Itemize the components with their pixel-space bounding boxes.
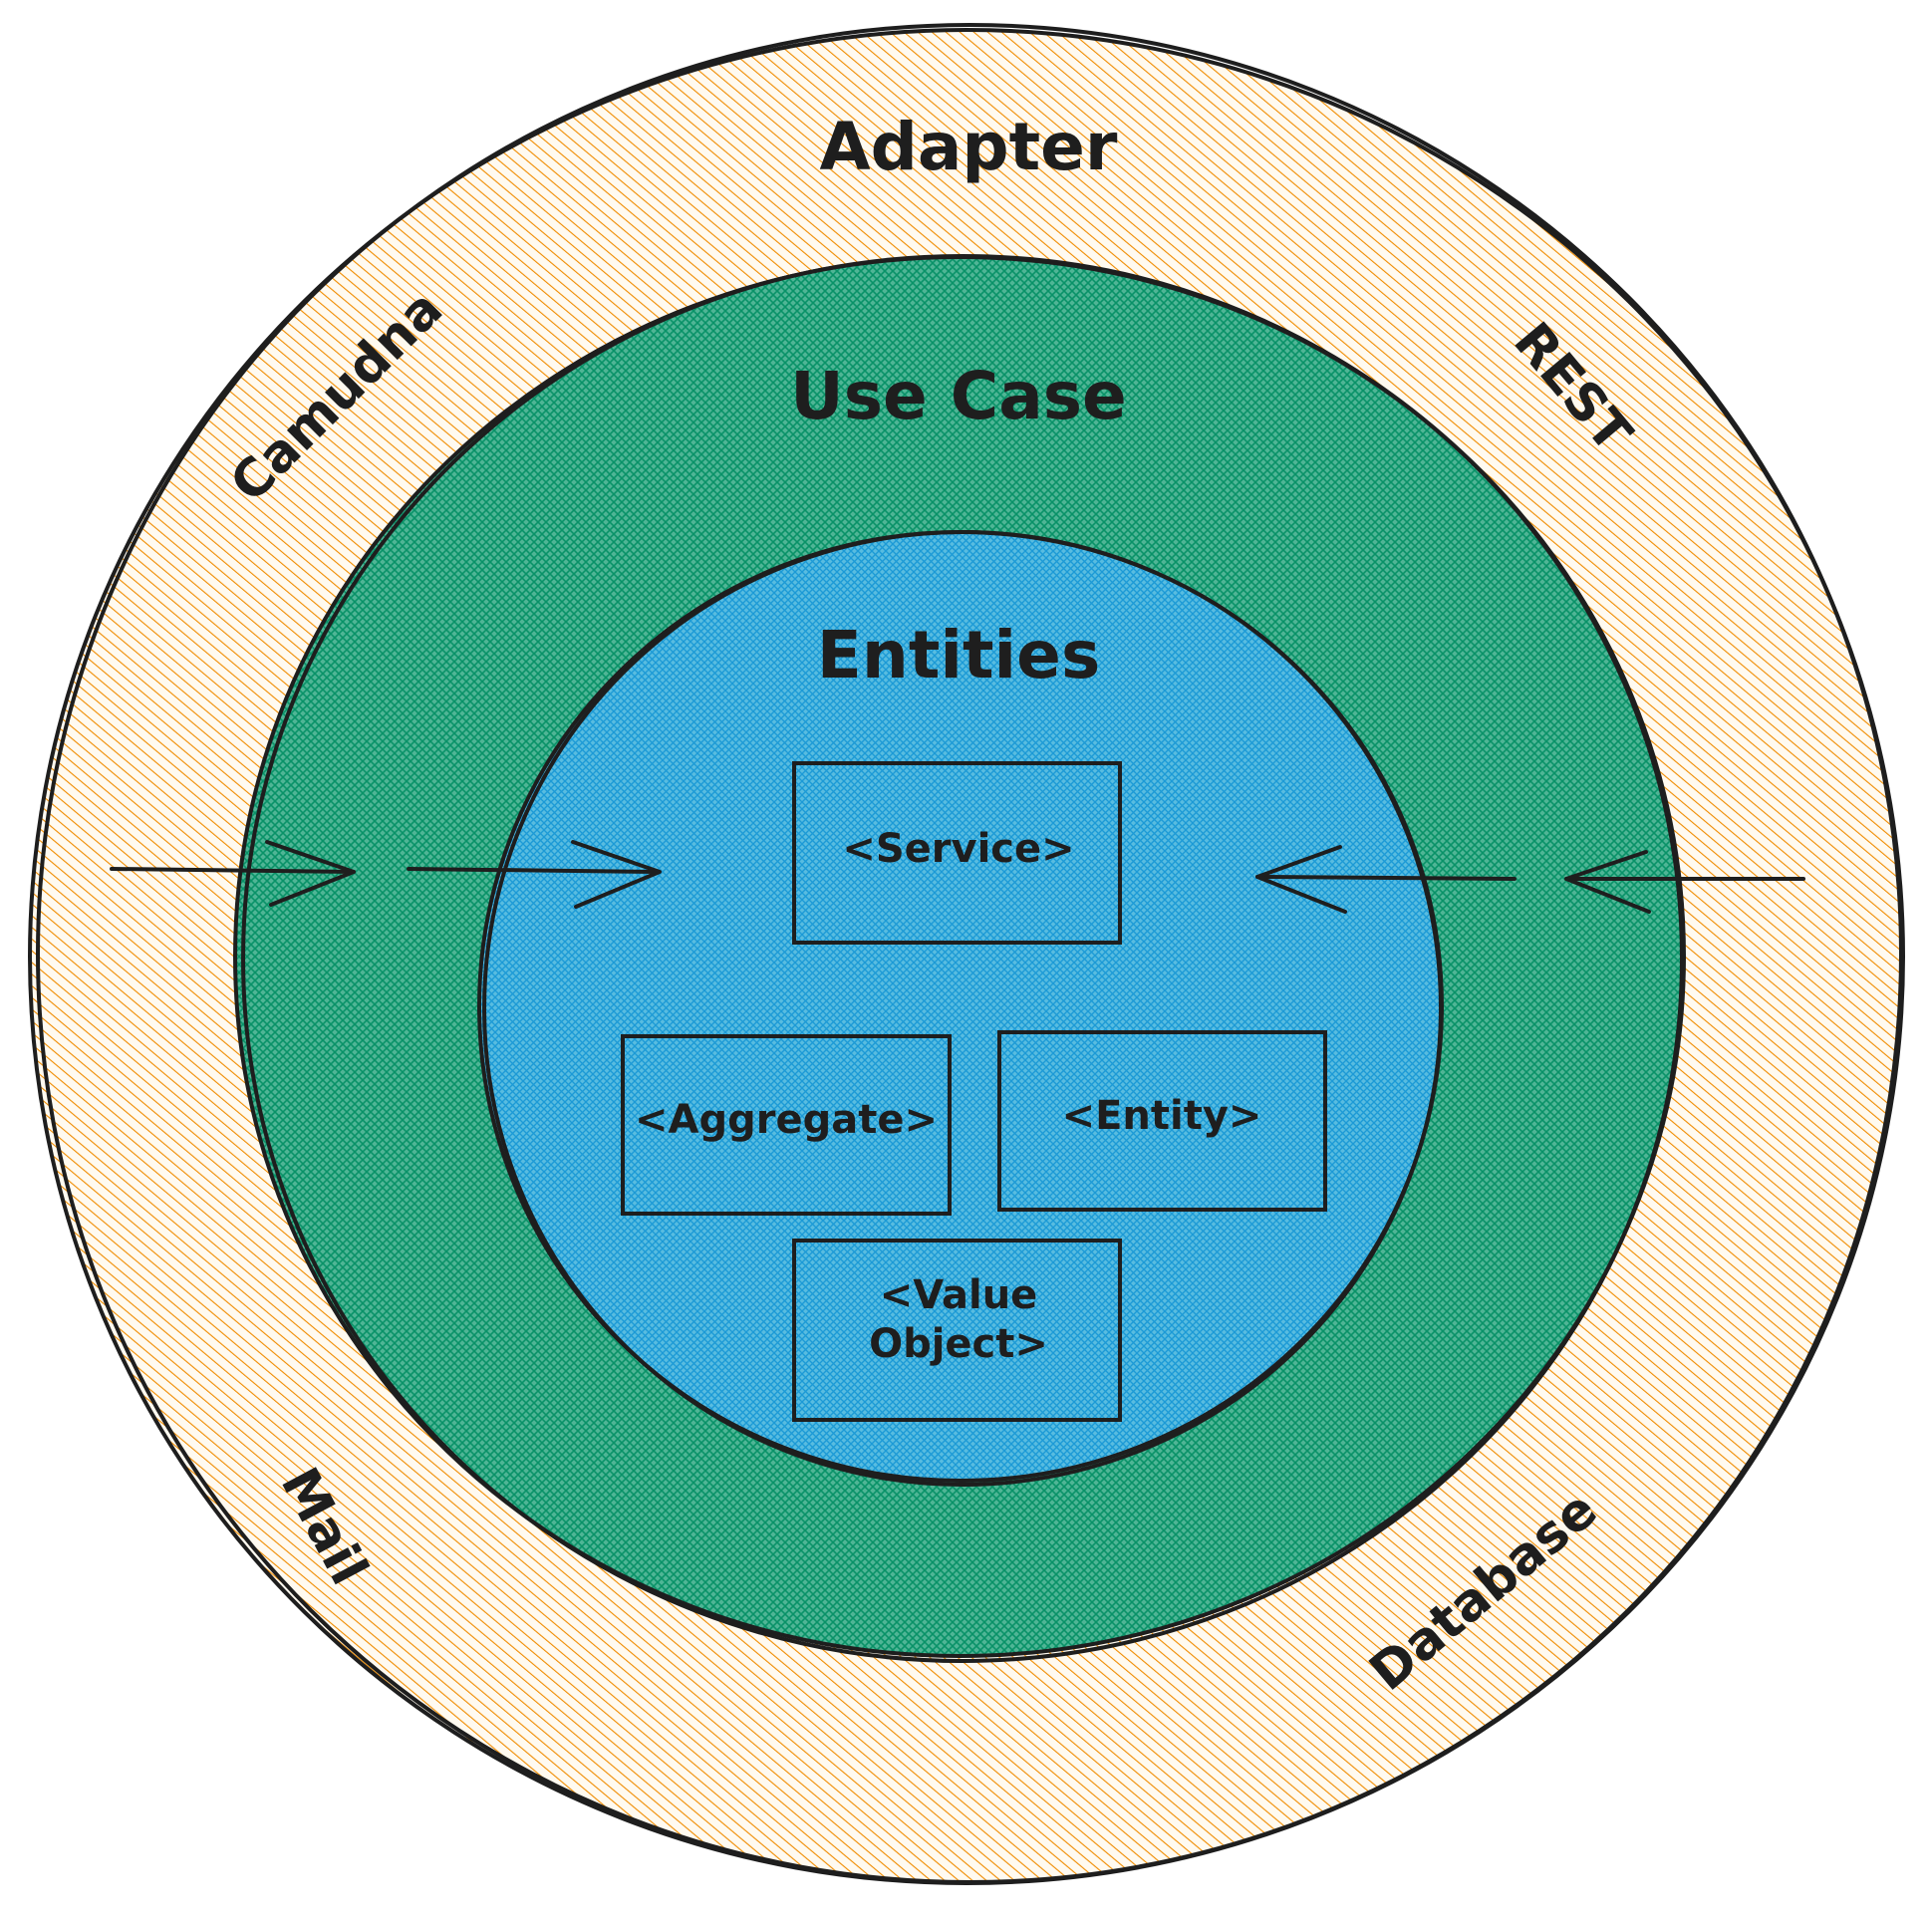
use-case-title: Use Case	[790, 358, 1127, 434]
aggregate-box: <Aggregate>	[621, 1034, 952, 1216]
arrow-left-inner	[407, 840, 662, 909]
arrow-right-outer	[1564, 850, 1805, 914]
arrow-right-inner	[1255, 845, 1517, 914]
entity-box-label: <Entity>	[1062, 1093, 1262, 1139]
value-object-box-label-line1: <Value	[880, 1272, 1038, 1318]
aggregate-box-label: <Aggregate>	[635, 1097, 938, 1143]
entities-title: Entities	[817, 617, 1100, 693]
entities-circle	[479, 532, 1442, 1481]
value-object-box-label-line2: Object>	[869, 1321, 1048, 1367]
entities-layer	[477, 530, 1444, 1487]
entity-box: <Entity>	[997, 1030, 1327, 1212]
adapter-title: Adapter	[820, 109, 1118, 185]
service-box: <Service>	[792, 761, 1122, 945]
service-box-label: <Service>	[842, 826, 1074, 872]
value-object-box: <Value Object>	[792, 1239, 1122, 1422]
arrow-left-outer	[110, 840, 356, 907]
